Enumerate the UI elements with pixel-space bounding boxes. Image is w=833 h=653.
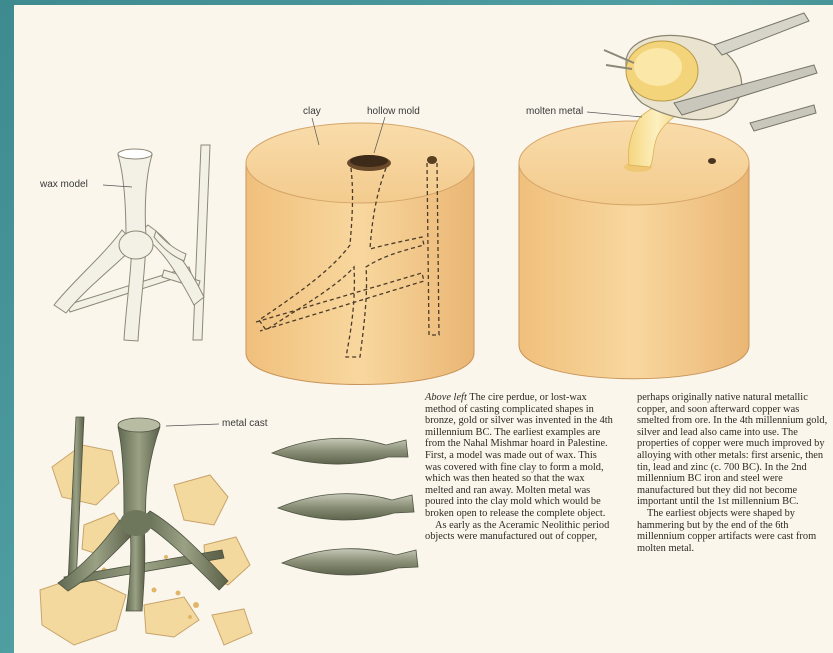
caption-paragraph-3: perhaps originally native natural metall… bbox=[637, 392, 829, 508]
metal-cast-label: metal cast bbox=[222, 418, 268, 429]
caption-paragraph-1: The cire perdue, or lost-wax method of c… bbox=[425, 392, 613, 519]
caption-paragraph-2: As early as the Aceramic Neolithic perio… bbox=[425, 520, 613, 543]
hollow-mold-label: hollow mold bbox=[367, 106, 420, 117]
pouring-crucible-illustration bbox=[519, 13, 817, 379]
clay-label: clay bbox=[303, 106, 321, 117]
lost-wax-illustration bbox=[14, 5, 833, 653]
molten-metal-label: molten metal bbox=[526, 106, 583, 117]
wax-model-label: wax model bbox=[40, 179, 88, 190]
clay-mold-illustration bbox=[246, 123, 474, 385]
metal-cast-illustration bbox=[40, 417, 252, 645]
book-page: wax model clay hollow mold molten metal … bbox=[14, 5, 833, 653]
caption-paragraph-4: The earliest objects were shaped by hamm… bbox=[637, 508, 829, 554]
caption-column-2: perhaps originally native natural metall… bbox=[637, 392, 829, 554]
caption-lead: Above left bbox=[425, 392, 467, 403]
caption-column-1: Above left The cire perdue, or lost-wax … bbox=[425, 392, 613, 543]
wax-model-illustration bbox=[54, 145, 210, 341]
spearhead-illustration bbox=[272, 438, 418, 575]
